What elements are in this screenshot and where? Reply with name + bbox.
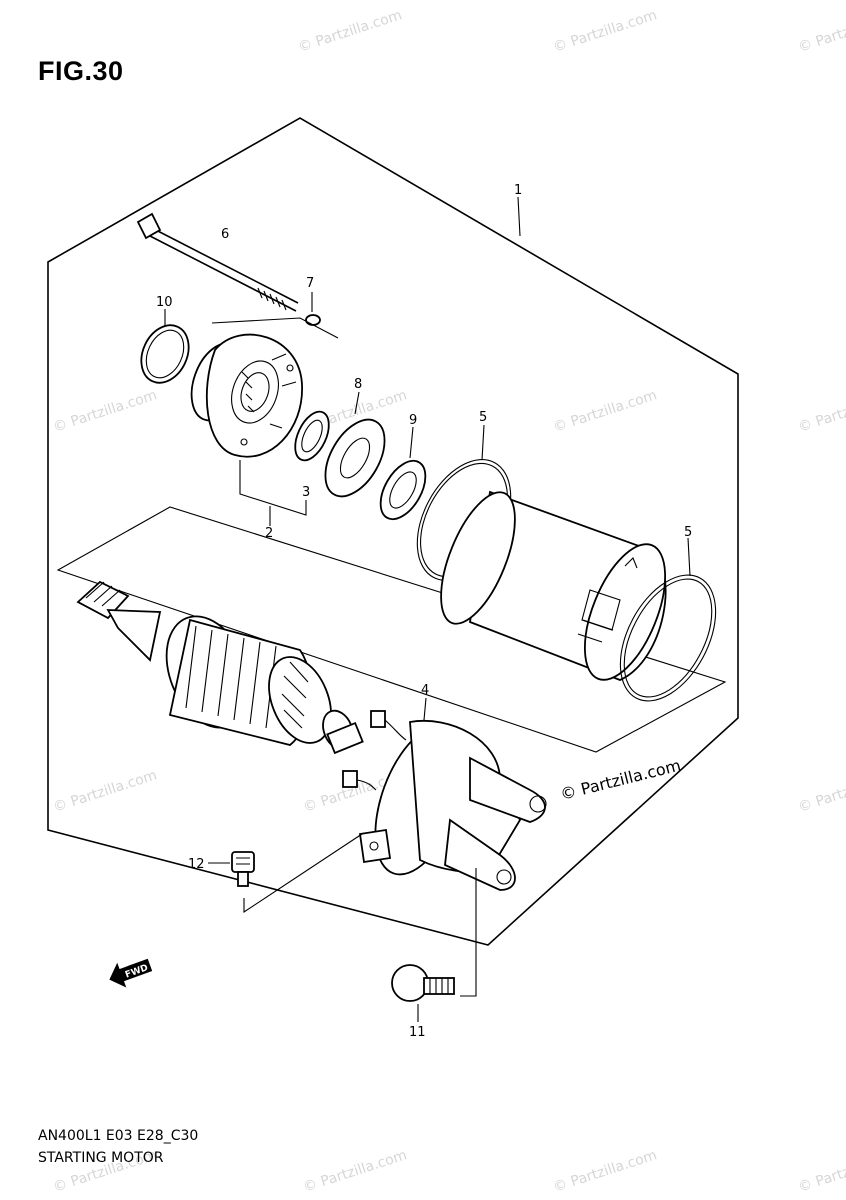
watermark: © Partzilla.com: [301, 1147, 409, 1196]
o-ring-inner: [145, 329, 185, 379]
callout-10: 10: [156, 295, 173, 310]
callout-12: 12: [188, 857, 205, 872]
watermark: © Partzilla.com: [551, 1147, 659, 1196]
callout-5-front: 5: [479, 410, 487, 425]
bolt-11: [391, 964, 455, 1002]
washer-hole: [389, 471, 417, 509]
callout-2: 2: [265, 526, 273, 541]
subgroup-outline: [56, 506, 727, 753]
callout-6: 6: [221, 227, 229, 242]
watermark: © Partzilla.com: [796, 7, 846, 56]
callout-7: 7: [306, 276, 314, 291]
brush-upper: [370, 710, 386, 728]
armature: [76, 580, 364, 755]
yoke-housing: [440, 490, 667, 681]
front-bracket: [190, 333, 303, 458]
through-bolt: [136, 212, 299, 312]
callout-5-rear: 5: [684, 525, 692, 540]
brush-lower: [342, 770, 358, 788]
watermark: © Partzilla.com: [796, 1147, 846, 1196]
watermark: © Partzilla.com: [51, 767, 159, 816]
callout-1: 1: [514, 183, 522, 198]
watermark: © Partzilla.com: [296, 7, 404, 56]
fwd-label: FWD: [124, 963, 150, 980]
callout-4: 4: [421, 683, 429, 698]
callout-labels: 1 2 3 4 5 5 6 7 8 9 10 11 12: [156, 183, 692, 1040]
brush-wire: [356, 719, 407, 791]
forward-arrow-icon: FWD: [109, 958, 153, 988]
oil-seal: [294, 410, 330, 462]
watermark: © Partzilla.com: [796, 387, 846, 436]
watermark: © Partzilla.com: [551, 387, 659, 436]
watermark-main: © Partzilla.com: [558, 756, 682, 804]
callout-9: 9: [409, 413, 417, 428]
diagram-caption: STARTING MOTOR: [38, 1150, 164, 1166]
diagram-code: AN400L1 E03 E28_C30: [38, 1128, 199, 1144]
leader-lines: [164, 196, 691, 1022]
figure-title: FIG.30: [38, 56, 124, 86]
watermark: © Partzilla.com: [551, 7, 659, 56]
callout-11: 11: [409, 1025, 426, 1040]
callout-3: 3: [302, 485, 310, 500]
shim-washer: [324, 418, 386, 498]
callout-8: 8: [354, 377, 362, 392]
leader-wedge: [211, 317, 339, 339]
washer: [379, 459, 427, 521]
assembly-outline: [47, 117, 739, 946]
o-ring-yoke-rear: [619, 574, 717, 702]
watermark: © Partzilla.com: [51, 387, 159, 436]
screw-12: [231, 851, 255, 887]
rear-bracket: [358, 720, 547, 891]
oil-seal-inner: [301, 419, 323, 453]
o-ring: [140, 324, 190, 384]
watermark: © Partzilla.com: [796, 767, 846, 816]
washer-small: [305, 314, 321, 326]
shim-washer-hole: [339, 437, 371, 479]
